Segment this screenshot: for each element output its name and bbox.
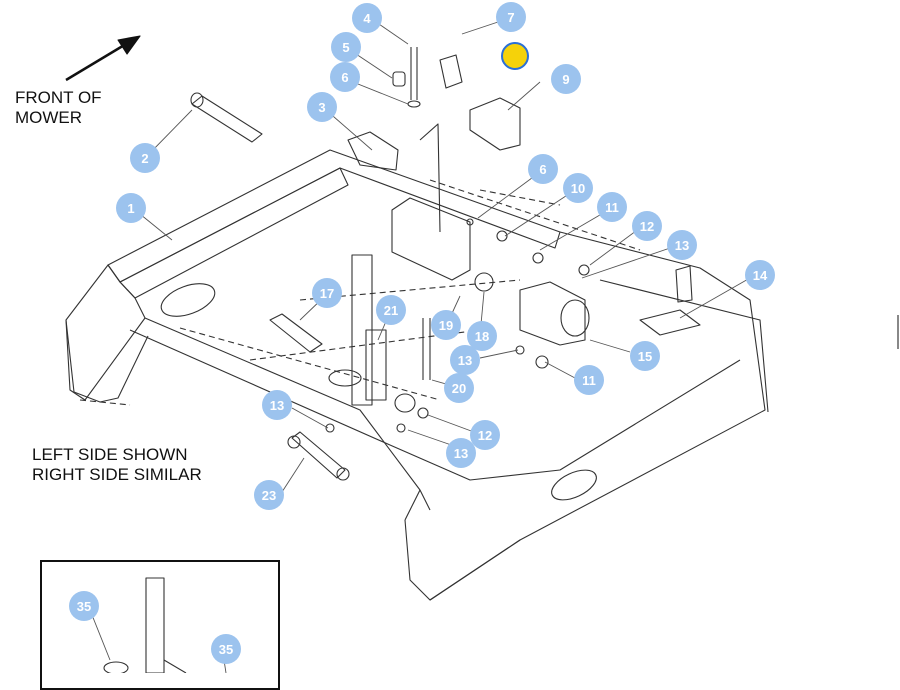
control-bracket	[347, 47, 521, 281]
axle-rod	[190, 92, 263, 143]
callout-35-right[interactable]: 35	[211, 634, 241, 664]
callout-21[interactable]: 21	[376, 295, 406, 325]
callout-12-top[interactable]: 12	[632, 211, 662, 241]
callout-13-mid[interactable]: 13	[450, 345, 480, 375]
callout-2[interactable]: 2	[130, 143, 160, 173]
side-note-line-2: RIGHT SIDE SIMILAR	[32, 465, 202, 484]
parts-diagram	[65, 19, 769, 673]
callout-6-top[interactable]: 6	[330, 62, 360, 92]
callout-9[interactable]: 9	[551, 64, 581, 94]
callout-5[interactable]: 5	[331, 32, 361, 62]
front-of-mower-note: FRONT OF MOWER	[15, 88, 102, 128]
front-direction-arrow	[65, 35, 141, 82]
callout-10[interactable]: 10	[563, 173, 593, 203]
front-of-mower-line-2: MOWER	[15, 108, 83, 127]
callout-4[interactable]: 4	[352, 3, 382, 33]
edge-scroll-marker	[897, 315, 899, 349]
callout-17[interactable]: 17	[312, 278, 342, 308]
callout-6-mid[interactable]: 6	[528, 154, 558, 184]
pivot-bracket	[325, 218, 701, 433]
callout-13-low[interactable]: 13	[446, 438, 476, 468]
callout-3[interactable]: 3	[307, 92, 337, 122]
mower-frame	[65, 149, 769, 601]
side-note-line-1: LEFT SIDE SHOWN	[32, 445, 188, 464]
callout-11-mid[interactable]: 11	[574, 365, 604, 395]
callout-19[interactable]: 19	[431, 310, 461, 340]
callout-14[interactable]: 14	[745, 260, 775, 290]
highlight-marker[interactable]	[501, 42, 529, 70]
callout-12-low[interactable]: 12	[470, 420, 500, 450]
linkage-rod	[287, 431, 350, 481]
callout-11-top[interactable]: 11	[597, 192, 627, 222]
side-note: LEFT SIDE SHOWN RIGHT SIDE SIMILAR	[32, 445, 202, 485]
callout-7[interactable]: 7	[496, 2, 526, 32]
inset-detail-frame	[40, 560, 280, 690]
lever-rods	[269, 254, 431, 413]
callout-35-left[interactable]: 35	[69, 591, 99, 621]
inset-detail-sketch	[103, 577, 187, 673]
callout-23[interactable]: 23	[254, 480, 284, 510]
callout-13-top[interactable]: 13	[667, 230, 697, 260]
callout-15[interactable]: 15	[630, 341, 660, 371]
callout-1[interactable]: 1	[116, 193, 146, 223]
callout-20[interactable]: 20	[444, 373, 474, 403]
callout-13-left[interactable]: 13	[262, 390, 292, 420]
front-of-mower-line-1: FRONT OF	[15, 88, 102, 107]
